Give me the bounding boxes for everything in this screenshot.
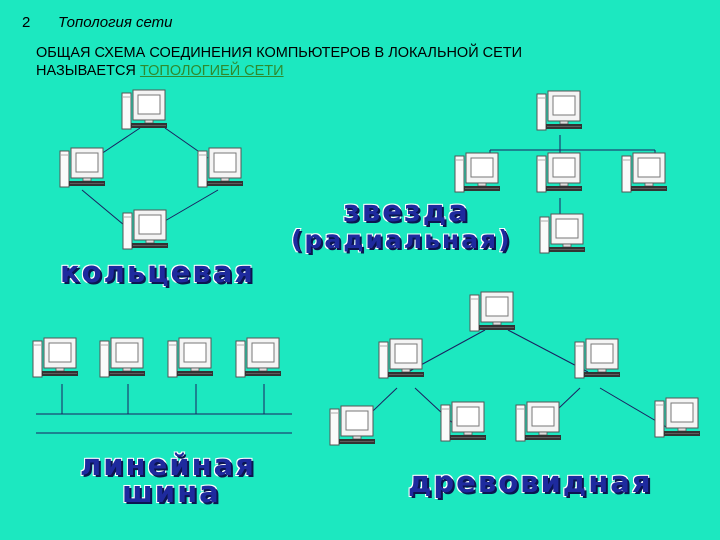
computer-icon xyxy=(197,147,244,188)
computer-icon xyxy=(32,337,79,378)
computer-icon xyxy=(378,338,425,379)
star-label-line-2: (радиальная) xyxy=(290,225,512,254)
slide-title: Топология сети xyxy=(58,14,173,31)
topology-term: ТОПОЛОГИЕЙ СЕТИ xyxy=(139,63,284,79)
computer-icon xyxy=(454,152,501,193)
computer-icon xyxy=(574,338,621,379)
computer-icon xyxy=(539,213,586,254)
intro-line-2: НАЗЫВАЕТСЯ ТОПОЛОГИЕЙ СЕТИ xyxy=(36,62,522,80)
bus-label-line-1: линейная xyxy=(79,448,256,482)
bus-links xyxy=(36,384,292,434)
computer-icon xyxy=(536,152,583,193)
computer-icon xyxy=(469,291,516,332)
star-topology xyxy=(454,90,668,254)
intro-line-1: ОБЩАЯ СХЕМА СОЕДИНЕНИЯ КОМПЬЮТЕРОВ В ЛОК… xyxy=(36,45,523,61)
star-label-line-1: звезда xyxy=(342,194,470,228)
intro-line-2-prefix: НАЗЫВАЕТСЯ xyxy=(36,63,140,79)
computer-icon xyxy=(515,401,562,442)
computer-icon xyxy=(99,337,146,378)
tree-label: древовидная xyxy=(407,465,653,499)
computer-icon xyxy=(440,401,487,442)
computer-icon xyxy=(235,337,282,378)
computer-icon xyxy=(329,405,376,446)
bus-label-line-2: шина xyxy=(121,475,221,509)
computer-icon xyxy=(59,147,106,188)
computer-icon xyxy=(621,152,668,193)
computer-icon xyxy=(536,90,583,131)
bus-topology xyxy=(32,337,292,434)
computer-icon xyxy=(654,397,701,438)
ring-topology xyxy=(59,89,244,250)
intro-text: ОБЩАЯ СХЕМА СОЕДИНЕНИЯ КОМПЬЮТЕРОВ В ЛОК… xyxy=(36,44,522,80)
computer-icon xyxy=(122,209,169,250)
tree-topology xyxy=(329,291,701,446)
slide-number: 2 xyxy=(22,14,31,31)
computer-icon xyxy=(121,89,168,130)
computer-icon xyxy=(167,337,214,378)
ring-label: кольцевая xyxy=(59,255,255,289)
